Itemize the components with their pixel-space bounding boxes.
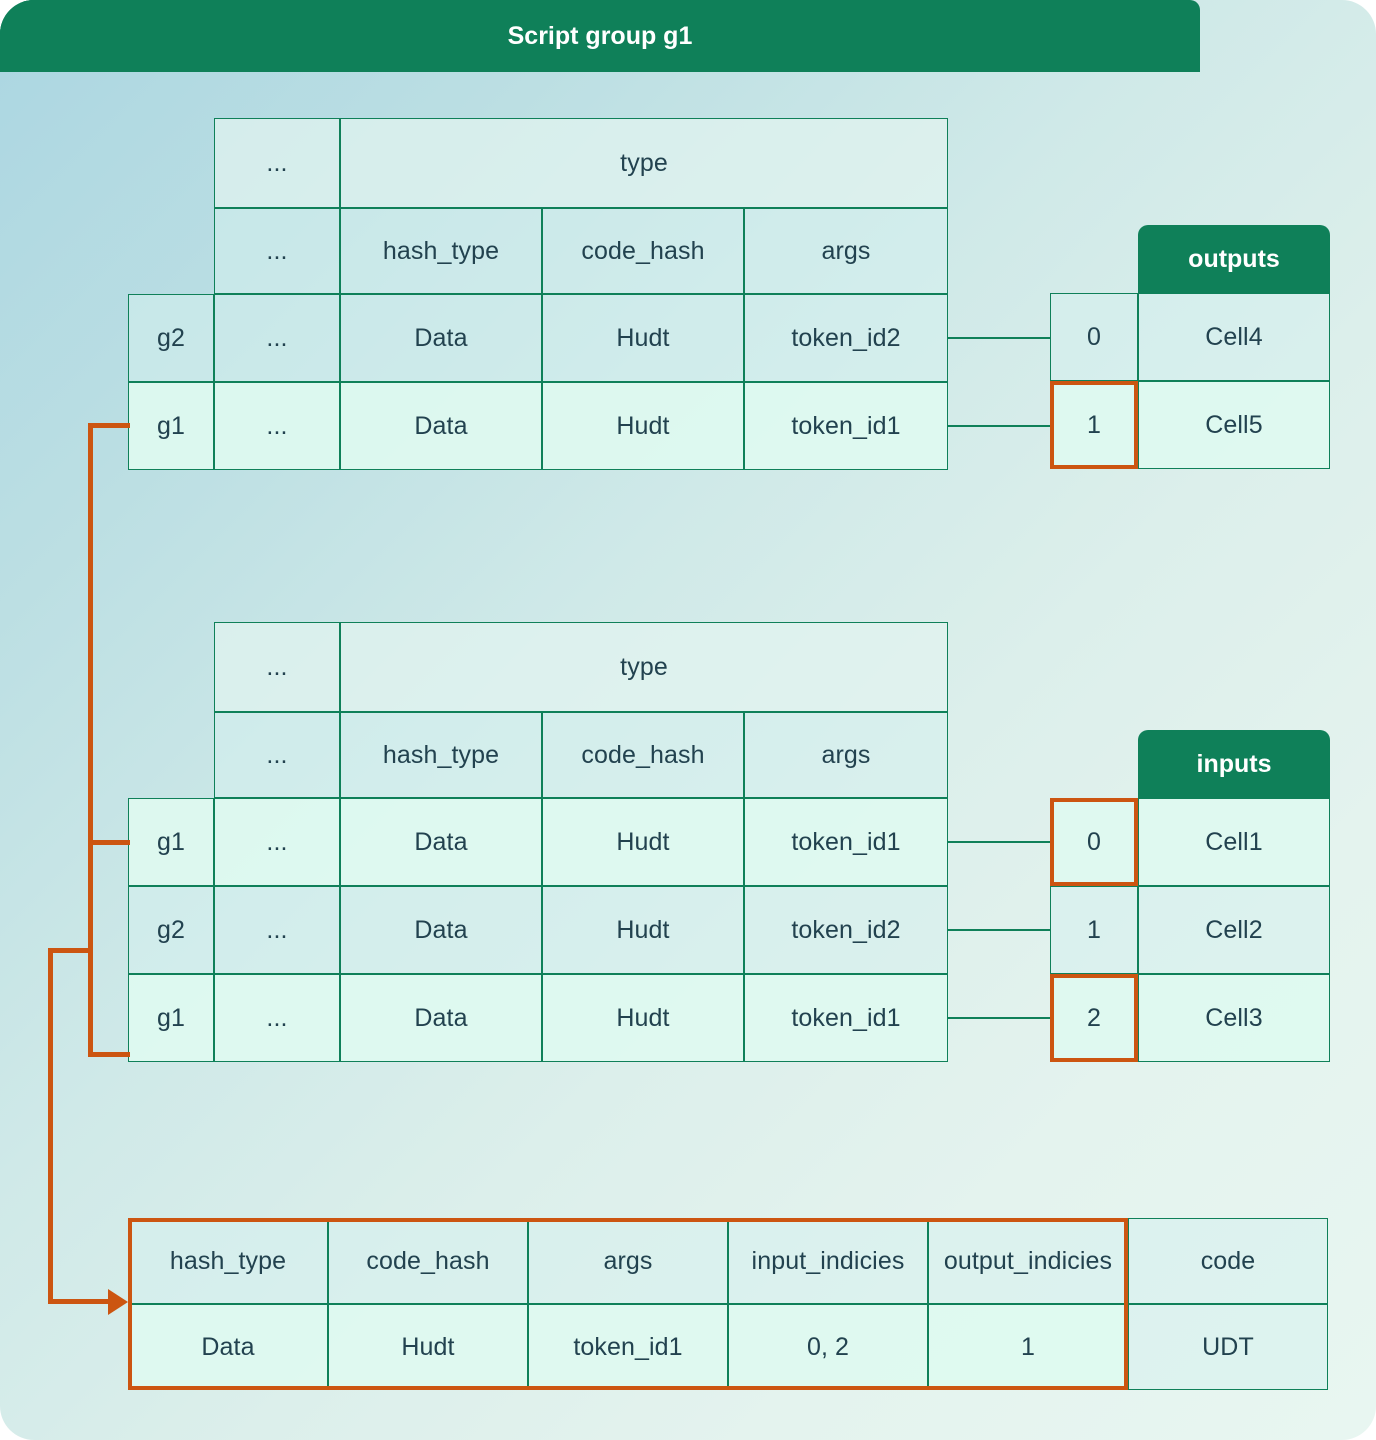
script-group-value-hash-type: Data: [128, 1304, 328, 1390]
inputs-subheader-code-hash: code_hash: [542, 712, 744, 798]
outputs-row-group: g2: [128, 294, 214, 382]
orange-trunk-vertical-a: [88, 423, 93, 1057]
orange-branch-inputs-g1-row2: [88, 1052, 130, 1057]
outputs-row-code-hash: Hudt: [542, 294, 744, 382]
inputs-row-args: token_id1: [744, 798, 948, 886]
connector-inputs-row0: [948, 841, 1050, 843]
inputs-row-group: g2: [128, 886, 214, 974]
script-group-value-input-indicies: 0, 2: [728, 1304, 928, 1390]
outputs-row-group: g1: [128, 382, 214, 470]
inputs-list-index[interactable]: 2: [1050, 974, 1138, 1062]
inputs-col-type-header: type: [340, 622, 948, 712]
script-group-header-input-indicies: input_indicies: [728, 1218, 928, 1304]
script-group-header-code: code: [1128, 1218, 1328, 1304]
inputs-row-dots: ...: [214, 974, 340, 1062]
outputs-list-index[interactable]: 0: [1050, 293, 1138, 381]
outputs-subheader-hash-type: hash_type: [340, 208, 542, 294]
inputs-row-group: g1: [128, 798, 214, 886]
inputs-row-args: token_id1: [744, 974, 948, 1062]
connector-inputs-row2: [948, 1017, 1050, 1019]
inputs-row-dots: ...: [214, 798, 340, 886]
outputs-row-dots: ...: [214, 294, 340, 382]
outputs-subheader-code-hash: code_hash: [542, 208, 744, 294]
orange-trunk-join: [48, 948, 93, 953]
connector-outputs-row1: [948, 425, 1050, 427]
inputs-row-code-hash: Hudt: [542, 974, 744, 1062]
outputs-row-code-hash: Hudt: [542, 382, 744, 470]
script-group-table: Script group g1 hash_type code_hash args…: [0, 0, 1328, 1390]
orange-trunk-vertical-b: [48, 948, 53, 1304]
script-group-header-hash-type: hash_type: [128, 1218, 328, 1304]
outputs-row-args: token_id2: [744, 294, 948, 382]
outputs-row-hash-type: Data: [340, 382, 542, 470]
inputs-row-code-hash: Hudt: [542, 798, 744, 886]
inputs-list-cell[interactable]: Cell3: [1138, 974, 1330, 1062]
script-group-header-output-indicies: output_indicies: [928, 1218, 1128, 1304]
inputs-subheader-args: args: [744, 712, 948, 798]
outputs-row-hash-type: Data: [340, 294, 542, 382]
script-group-header-code-hash: code_hash: [328, 1218, 528, 1304]
outputs-col-ellipsis-header: ...: [214, 118, 340, 208]
inputs-row-code-hash: Hudt: [542, 886, 744, 974]
outputs-subheader-ellipsis: ...: [214, 208, 340, 294]
inputs-col-ellipsis-header: ...: [214, 622, 340, 712]
inputs-row-hash-type: Data: [340, 798, 542, 886]
inputs-list-cell[interactable]: Cell1: [1138, 798, 1330, 886]
outputs-row-args: token_id1: [744, 382, 948, 470]
inputs-row-args: token_id2: [744, 886, 948, 974]
outputs-list-header: outputs: [1138, 225, 1330, 293]
outputs-list-cell[interactable]: Cell5: [1138, 381, 1330, 469]
outputs-list-cell[interactable]: Cell4: [1138, 293, 1330, 381]
orange-branch-inputs-g1-row0: [88, 840, 130, 845]
inputs-list-header: inputs: [1138, 730, 1330, 798]
inputs-list-cell[interactable]: Cell2: [1138, 886, 1330, 974]
inputs-subheader-hash-type: hash_type: [340, 712, 542, 798]
script-group-value-output-indicies: 1: [928, 1304, 1128, 1390]
script-group-header-args: args: [528, 1218, 728, 1304]
outputs-list-index[interactable]: 1: [1050, 381, 1138, 469]
orange-arrow-head: [108, 1289, 128, 1315]
script-group-value-code: UDT: [1128, 1304, 1328, 1390]
inputs-subheader-ellipsis: ...: [214, 712, 340, 798]
inputs-row-dots: ...: [214, 886, 340, 974]
inputs-list-index[interactable]: 1: [1050, 886, 1138, 974]
orange-stub-outputs-g1: [88, 423, 130, 428]
orange-arrow-shaft: [48, 1299, 118, 1304]
inputs-list-index[interactable]: 0: [1050, 798, 1138, 886]
outputs-subheader-args: args: [744, 208, 948, 294]
script-group-title: Script group g1: [0, 0, 1200, 72]
inputs-row-hash-type: Data: [340, 886, 542, 974]
connector-inputs-row1: [948, 929, 1050, 931]
script-group-value-args: token_id1: [528, 1304, 728, 1390]
inputs-row-hash-type: Data: [340, 974, 542, 1062]
inputs-row-group: g1: [128, 974, 214, 1062]
outputs-row-dots: ...: [214, 382, 340, 470]
script-group-value-code-hash: Hudt: [328, 1304, 528, 1390]
outputs-col-type-header: type: [340, 118, 948, 208]
connector-outputs-row0: [948, 337, 1050, 339]
